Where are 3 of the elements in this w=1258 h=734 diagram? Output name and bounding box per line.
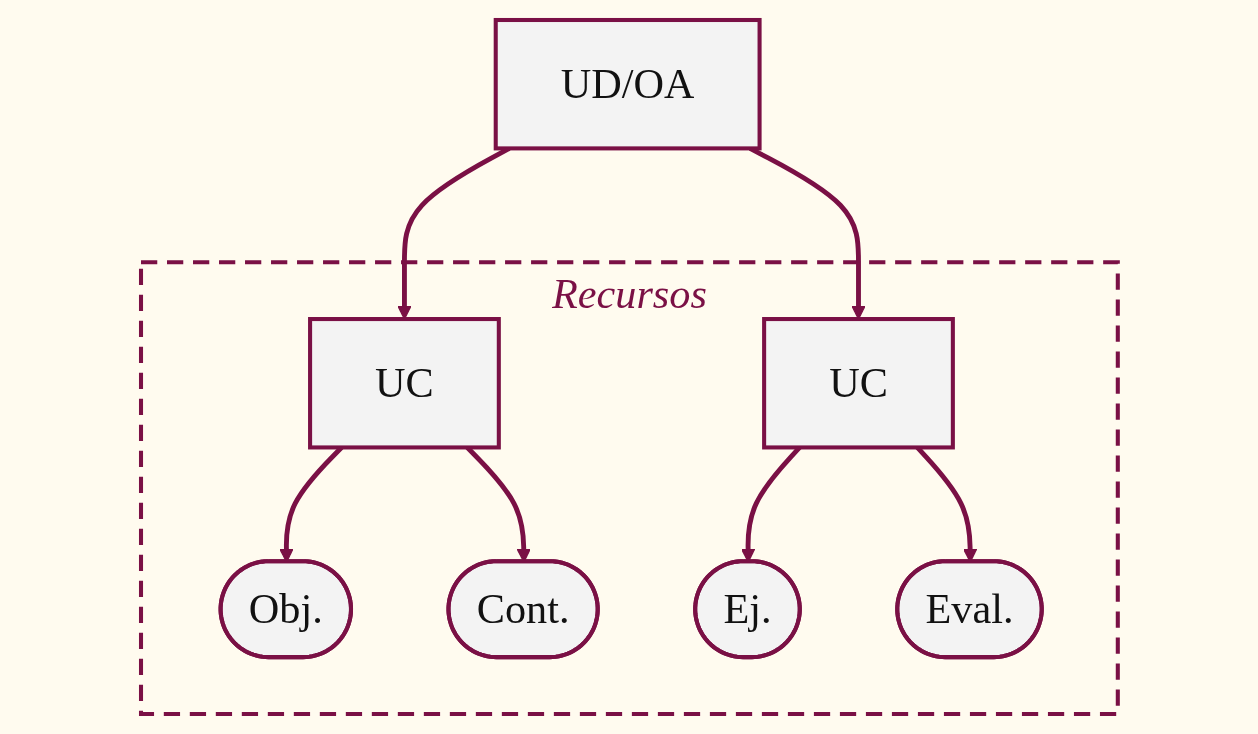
node-box: UC bbox=[307, 317, 501, 450]
node-box: UD/OA bbox=[493, 17, 762, 151]
node-box: UC bbox=[761, 317, 955, 450]
